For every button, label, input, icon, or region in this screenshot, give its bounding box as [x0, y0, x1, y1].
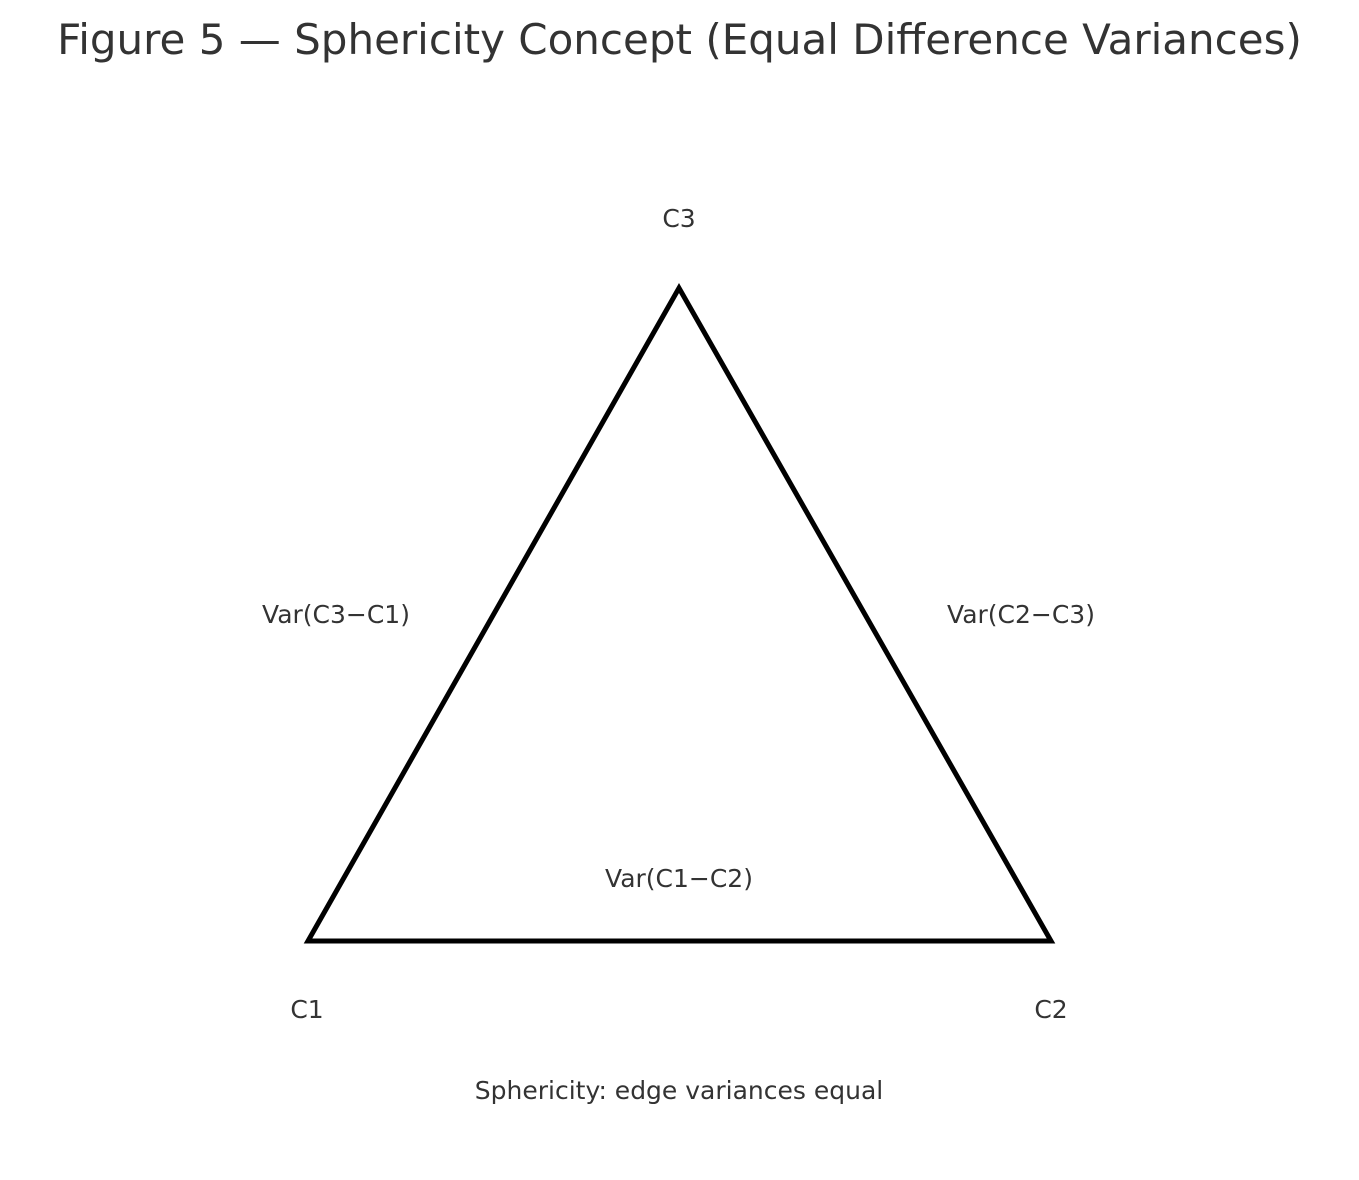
vertex-label-c2: C2 — [1034, 995, 1067, 1024]
triangle-shape — [303, 282, 1056, 944]
edge-label-c2-c3: Var(C2−C3) — [947, 600, 1095, 629]
page-title: Figure 5 — Sphericity Concept (Equal Dif… — [57, 15, 1302, 64]
edge-label-c3-c1: Var(C3−C1) — [262, 600, 410, 629]
diagram-caption: Sphericity: edge variances equal — [475, 1076, 883, 1105]
vertex-label-c3: C3 — [662, 204, 695, 233]
vertex-label-c1: C1 — [290, 995, 323, 1024]
edge-label-c1-c2: Var(C1−C2) — [605, 864, 753, 893]
